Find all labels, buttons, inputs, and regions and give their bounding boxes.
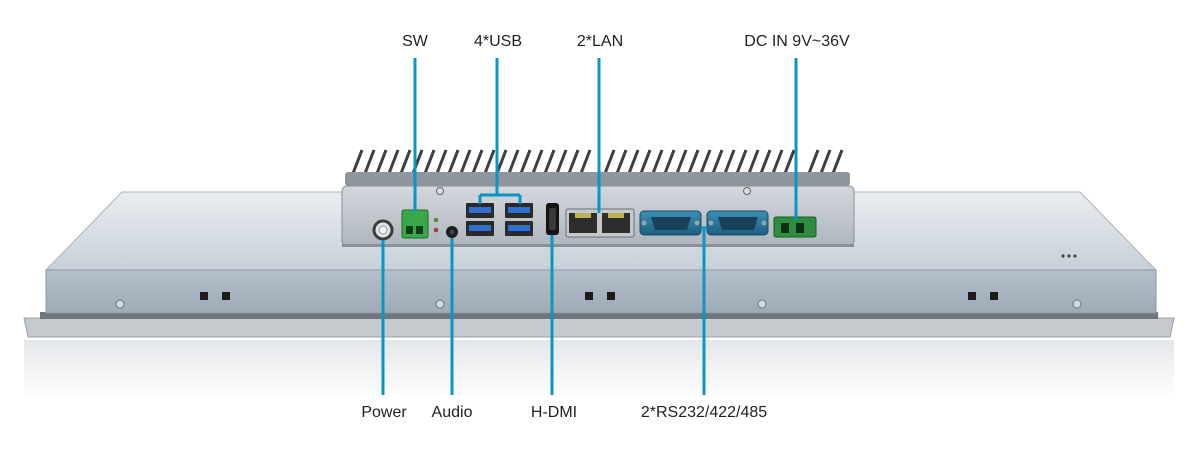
- panel-bezel: [23, 317, 1175, 338]
- label-lan: 2*LAN: [576, 33, 624, 50]
- io-box-screws: [436, 187, 751, 195]
- label-usb: 4*USB: [473, 33, 523, 50]
- power-button: [372, 219, 394, 241]
- sw-terminal-block: [401, 209, 429, 239]
- panel-vent-slots: [200, 292, 998, 300]
- panel-corner-mark: [1061, 254, 1077, 258]
- usb-ports: [466, 203, 533, 236]
- lan-ports: [565, 208, 635, 238]
- label-audio: Audio: [431, 404, 473, 421]
- hdmi-port: [546, 203, 559, 235]
- heatsink-fins: [350, 149, 844, 177]
- serial-ports: [639, 210, 769, 236]
- label-power: Power: [361, 404, 407, 421]
- audio-jack: [446, 226, 458, 238]
- label-hdmi: H-DMI: [530, 404, 578, 421]
- label-sw: SW: [402, 33, 428, 50]
- panel-reflection: [24, 340, 1174, 400]
- callout-lines: [381, 58, 798, 395]
- panel-screws: [115, 299, 1082, 309]
- panel-front-face: [45, 269, 1157, 314]
- label-dc-in: DC IN 9V~36V: [744, 33, 850, 50]
- io-box-shadow: [342, 244, 854, 247]
- dc-in-terminal: [773, 216, 817, 238]
- status-leds: [433, 217, 439, 233]
- label-serial: 2*RS232/422/485: [640, 404, 768, 421]
- panel-bezel-dark-edge: [40, 312, 1158, 319]
